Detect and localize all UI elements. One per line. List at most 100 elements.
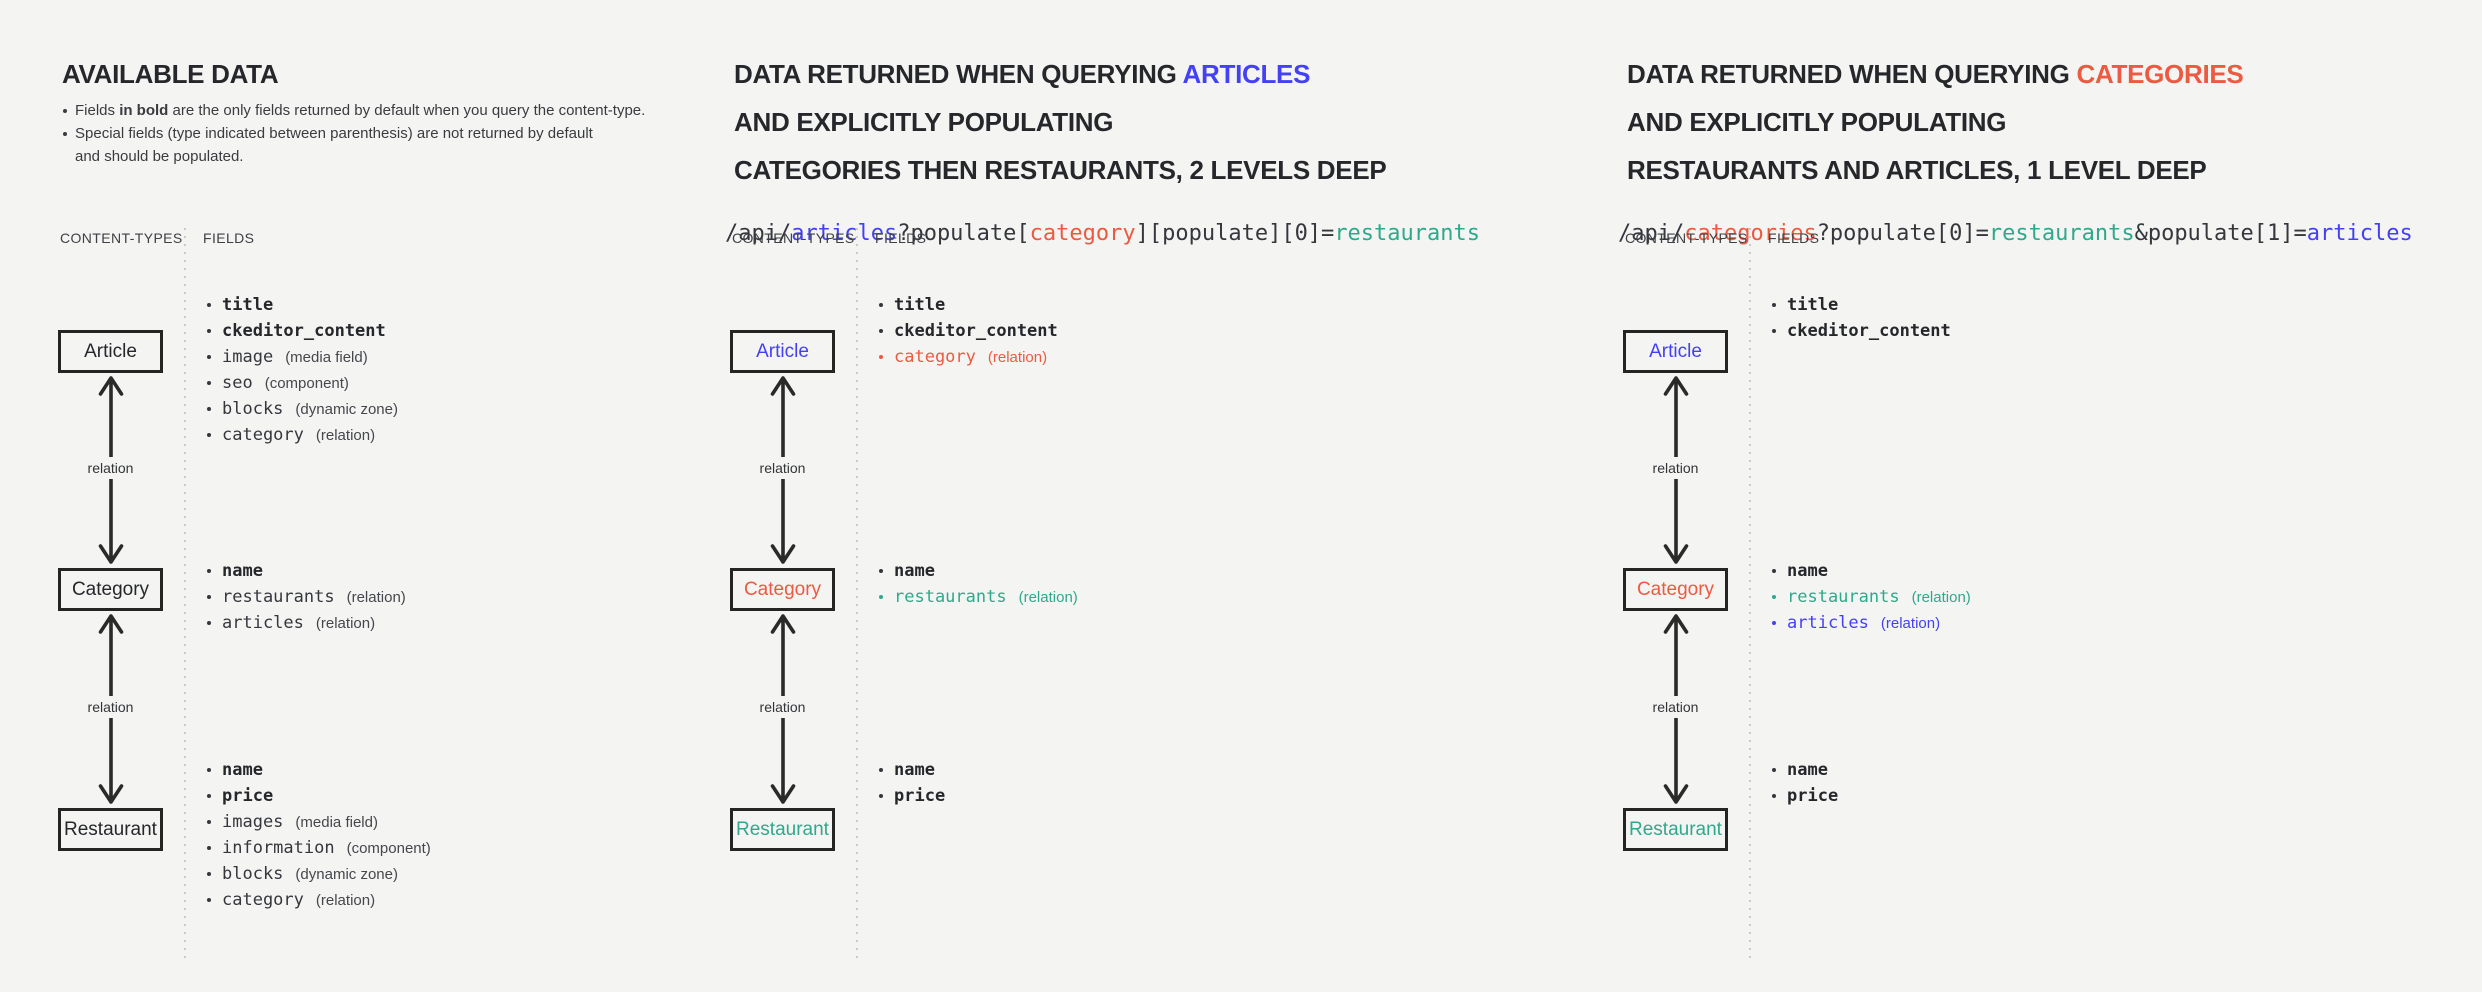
content-type-label: Category	[71, 578, 150, 600]
column-divider	[184, 228, 186, 958]
field-name: name	[222, 760, 263, 780]
field-restaurants: restaurants(relation)	[1771, 584, 1971, 610]
field-name: ckeditor_content	[894, 321, 1058, 341]
code-segment: articles	[791, 221, 898, 246]
field-type-annotation: (component)	[346, 840, 431, 857]
panel-title-line: AND EXPLICITLY POPULATING	[1627, 98, 2243, 146]
bullet-icon	[207, 355, 211, 359]
content-type-box-restaurant: Restaurant	[1623, 808, 1728, 851]
field-seo: seo(component)	[206, 370, 398, 396]
column-divider	[1749, 228, 1751, 958]
code-segment: &populate[1]=	[2134, 221, 2307, 246]
bullet-icon	[1772, 768, 1776, 772]
bullet-icon	[879, 794, 883, 798]
content-type-box-article: Article	[58, 330, 163, 373]
title-text: DATA RETURNED WHEN QUERYING	[734, 59, 1183, 89]
content-type-box-restaurant: Restaurant	[730, 808, 835, 851]
note-item: Fields in bold are the only fields retur…	[63, 99, 645, 122]
fields-header: FIELDS	[875, 230, 927, 246]
field-name: name	[206, 757, 431, 783]
api-query-code: /api/articles?populate[category][populat…	[725, 219, 1480, 249]
title-text: AND EXPLICITLY POPULATING	[1627, 107, 2007, 137]
content-type-label: Article	[756, 340, 809, 362]
fields-group-restaurant: name price	[878, 757, 945, 809]
field-type-annotation: (dynamic zone)	[295, 401, 398, 418]
field-blocks: blocks(dynamic zone)	[206, 396, 398, 422]
field-name: restaurants	[222, 587, 335, 607]
bullet-icon	[207, 569, 211, 573]
field-image: image(media field)	[206, 344, 398, 370]
field-articles: articles (relation)	[206, 610, 406, 636]
field-type-annotation: (media field)	[285, 349, 368, 366]
field-type-annotation: (relation)	[315, 892, 376, 909]
title-text: AVAILABLE DATA	[62, 59, 279, 89]
field-name: name	[1787, 760, 1828, 780]
panel-title: DATA RETURNED WHEN QUERYING ARTICLES AND …	[734, 50, 1387, 194]
content-type-label: Article	[1649, 340, 1702, 362]
field-type-annotation: (dynamic zone)	[295, 866, 398, 883]
field-name: title	[222, 295, 274, 315]
field-name: articles	[222, 613, 304, 633]
title-text: AND EXPLICITLY POPULATING	[734, 107, 1114, 137]
field-name: price	[894, 786, 946, 806]
field-information: information(component)	[206, 835, 431, 861]
bullet-icon	[879, 303, 883, 307]
bullet-icon	[879, 768, 883, 772]
title-highlight: CATEGORIES	[2076, 59, 2244, 89]
field-name: title	[1787, 295, 1839, 315]
field-type-annotation: (relation)	[315, 427, 376, 444]
bullet-icon	[1772, 621, 1776, 625]
relation-label: relation	[1647, 457, 1704, 479]
bullet-icon	[1772, 569, 1776, 573]
panel-query-articles: DATA RETURNED WHEN QUERYING ARTICLES AND …	[725, 0, 1610, 992]
field-name: name	[894, 760, 935, 780]
content-type-box-restaurant: Restaurant	[58, 808, 163, 851]
field-type-annotation: (relation)	[315, 615, 376, 632]
panel-title: AVAILABLE DATA	[62, 50, 279, 98]
panel-title-line: AVAILABLE DATA	[62, 50, 279, 98]
field-title: title	[1771, 292, 1951, 318]
field-type-annotation: (relation)	[1880, 615, 1941, 632]
field-name: ckeditor_content	[222, 321, 386, 341]
bullet-icon	[207, 794, 211, 798]
field-type-annotation: (relation)	[346, 589, 406, 606]
field-name: name	[1771, 757, 1838, 783]
relation-label: relation	[82, 696, 139, 718]
field-name: name	[1787, 561, 1828, 581]
panel-title-line: CATEGORIES THEN RESTAURANTS, 2 LEVELS DE…	[734, 146, 1387, 194]
bullet-icon	[1772, 303, 1776, 307]
content-type-label: Category	[1636, 578, 1715, 600]
code-segment: ][populate][0]=	[1135, 221, 1335, 246]
code-segment: category	[1029, 221, 1136, 246]
bullet-icon	[207, 820, 211, 824]
field-name: category	[894, 347, 976, 367]
field-ckeditor_content: ckeditor_content	[206, 318, 398, 344]
title-highlight: ARTICLES	[1182, 59, 1311, 89]
bullet-icon	[1772, 794, 1776, 798]
title-text: CATEGORIES THEN RESTAURANTS, 2 LEVELS DE…	[734, 155, 1387, 185]
column-divider	[856, 228, 858, 958]
field-name: restaurants	[894, 587, 1007, 607]
panel-title-line: RESTAURANTS AND ARTICLES, 1 LEVEL DEEP	[1627, 146, 2243, 194]
content-type-label: Restaurant	[64, 818, 157, 840]
field-type-annotation: (media field)	[295, 814, 378, 831]
field-name: name	[878, 558, 1078, 584]
panel-title-line: AND EXPLICITLY POPULATING	[734, 98, 1386, 146]
relation-label: relation	[82, 457, 139, 479]
field-blocks: blocks(dynamic zone)	[206, 861, 431, 887]
bullet-icon	[1772, 329, 1776, 333]
bullet-icon	[879, 595, 883, 599]
field-name: restaurants	[1787, 587, 1900, 607]
bullet-icon	[207, 846, 211, 850]
bullet-icon	[207, 621, 211, 625]
field-name: seo	[222, 373, 253, 393]
